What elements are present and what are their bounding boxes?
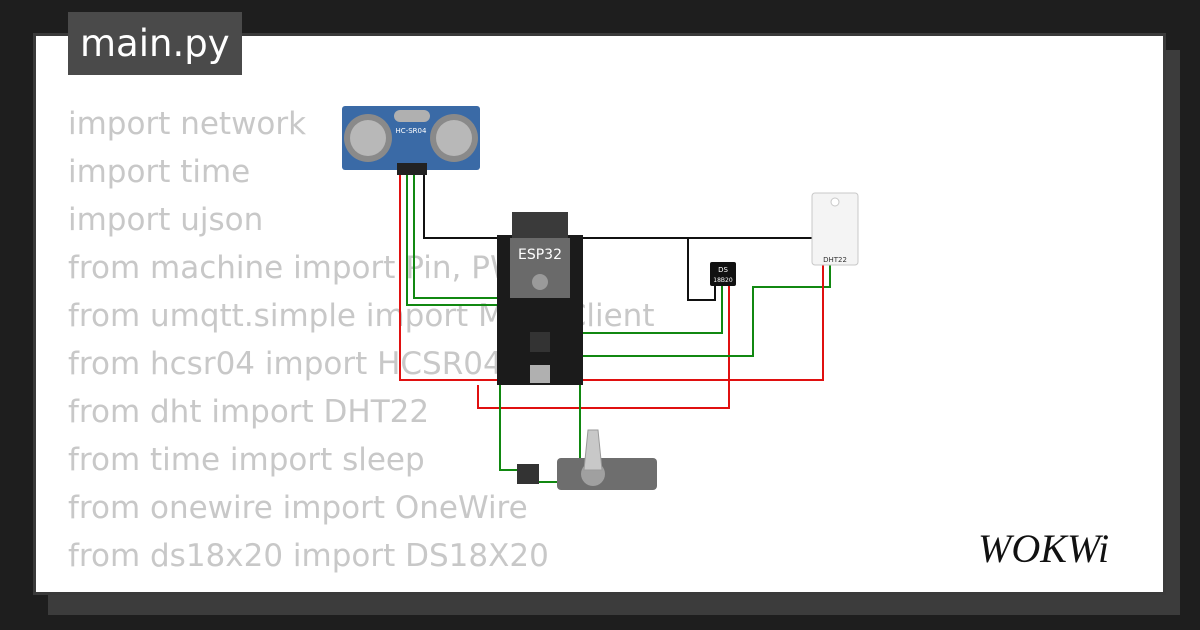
wokwi-logo: WOKWi (978, 526, 1109, 571)
wire-hcsr04-vcc (399, 175, 500, 381)
wire-servo-signal (499, 385, 522, 471)
code-listing: import network import time import ujson … (68, 100, 654, 580)
code-line: import network (68, 106, 307, 142)
dht22-label: DHT22 (823, 256, 847, 264)
code-line: from ds18x20 import DS18X20 (68, 538, 549, 574)
code-line: from time import sleep (68, 442, 425, 478)
esp32-label: ESP32 (518, 247, 562, 263)
wire-dht22-vcc (580, 265, 824, 381)
wire-ds18b20-vcc (477, 285, 730, 409)
dht22-sensor: DHT22 (811, 192, 859, 266)
esp32-board: ESP32 (497, 212, 583, 385)
code-line: import time (68, 154, 251, 190)
wire-hcsr04-gnd (423, 175, 836, 255)
hcsr04-label: HC-SR04 (396, 127, 427, 135)
wires (399, 175, 836, 483)
ds18b20-sensor: DS 18B20 (710, 262, 736, 286)
logo-text: WOKWi (978, 526, 1109, 571)
hcsr04-sensor: HC-SR04 (342, 106, 480, 175)
code-line: from dht import DHT22 (68, 394, 430, 430)
code-line: from onewire import OneWire (68, 490, 528, 526)
code-line: import ujson (68, 202, 264, 238)
wire-dht22-data (580, 265, 831, 357)
ds18b20-label-top: DS (718, 266, 728, 274)
wire-hcsr04-echo (413, 175, 500, 299)
wire-ds18b20-data (580, 285, 723, 334)
code-line: from hcsr04 import HCSR04 (68, 346, 503, 382)
code-line: from machine import Pin, PWM (68, 250, 548, 286)
file-tab[interactable]: main.py (68, 12, 242, 75)
preview-card (33, 33, 1166, 595)
ds18b20-label-bottom: 18B20 (713, 277, 733, 284)
servo-motor (517, 429, 657, 490)
wire-hcsr04-trig (406, 175, 500, 306)
wire-ds18b20-gnd (687, 238, 716, 301)
